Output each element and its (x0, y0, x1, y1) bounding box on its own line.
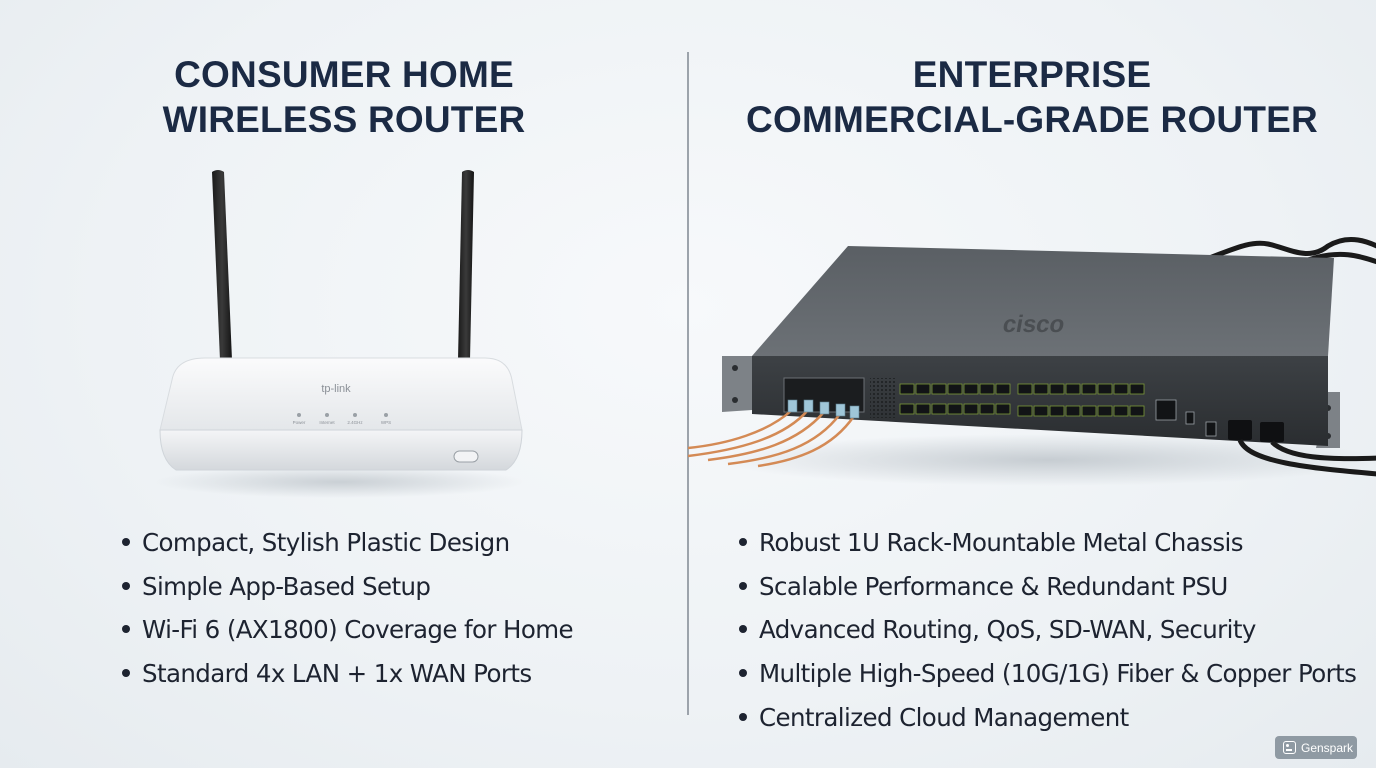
enterprise-title-line-1: ENTERPRISE (912, 54, 1152, 95)
enterprise-router-title: ENTERPRISE COMMERCIAL-GRADE ROUTER (688, 52, 1376, 142)
svg-text:Internet: Internet (319, 420, 335, 425)
enterprise-features-list: Robust 1U Rack-Mountable Metal Chassis S… (739, 521, 1357, 740)
list-item: Robust 1U Rack-Mountable Metal Chassis (739, 521, 1356, 565)
svg-text:cisco: cisco (1001, 311, 1067, 338)
list-item: Advanced Routing, QoS, SD-WAN, Security (739, 608, 1356, 652)
consumer-router-title: CONSUMER HOME WIRELESS ROUTER (0, 52, 688, 142)
svg-text:2.4GHz: 2.4GHz (347, 420, 363, 425)
consumer-router-icon: tp-link Power Internet 2.4GHz WPS (155, 170, 525, 498)
genspark-logo-icon (1283, 741, 1296, 754)
enterprise-title-line-2: COMMERCIAL-GRADE ROUTER (746, 99, 1318, 140)
svg-text:Power: Power (293, 420, 306, 425)
svg-text:tp-link: tp-link (321, 383, 351, 395)
list-item: Multiple High-Speed (10G/1G) Fiber & Cop… (739, 652, 1357, 696)
center-divider (687, 52, 689, 715)
watermark-label: Genspark (1301, 740, 1354, 755)
consumer-features-list: Compact, Stylish Plastic Design Simple A… (122, 521, 574, 696)
list-item: Centralized Cloud Management (739, 696, 1356, 740)
consumer-title-line-2: WIRELESS ROUTER (162, 99, 526, 140)
list-item: Wi-Fi 6 (AX1800) Coverage for Home (122, 608, 574, 652)
list-item: Standard 4x LAN + 1x WAN Ports (122, 652, 573, 696)
list-item: Scalable Performance & Redundant PSU (739, 565, 1356, 609)
consumer-title-line-1: CONSUMER HOME (174, 54, 514, 95)
list-item: Simple App-Based Setup (122, 565, 573, 609)
genspark-watermark: Genspark (1275, 736, 1357, 759)
list-item: Compact, Stylish Plastic Design (122, 521, 573, 565)
enterprise-router-icon: cisco (688, 237, 1376, 486)
svg-text:WPS: WPS (381, 420, 391, 425)
